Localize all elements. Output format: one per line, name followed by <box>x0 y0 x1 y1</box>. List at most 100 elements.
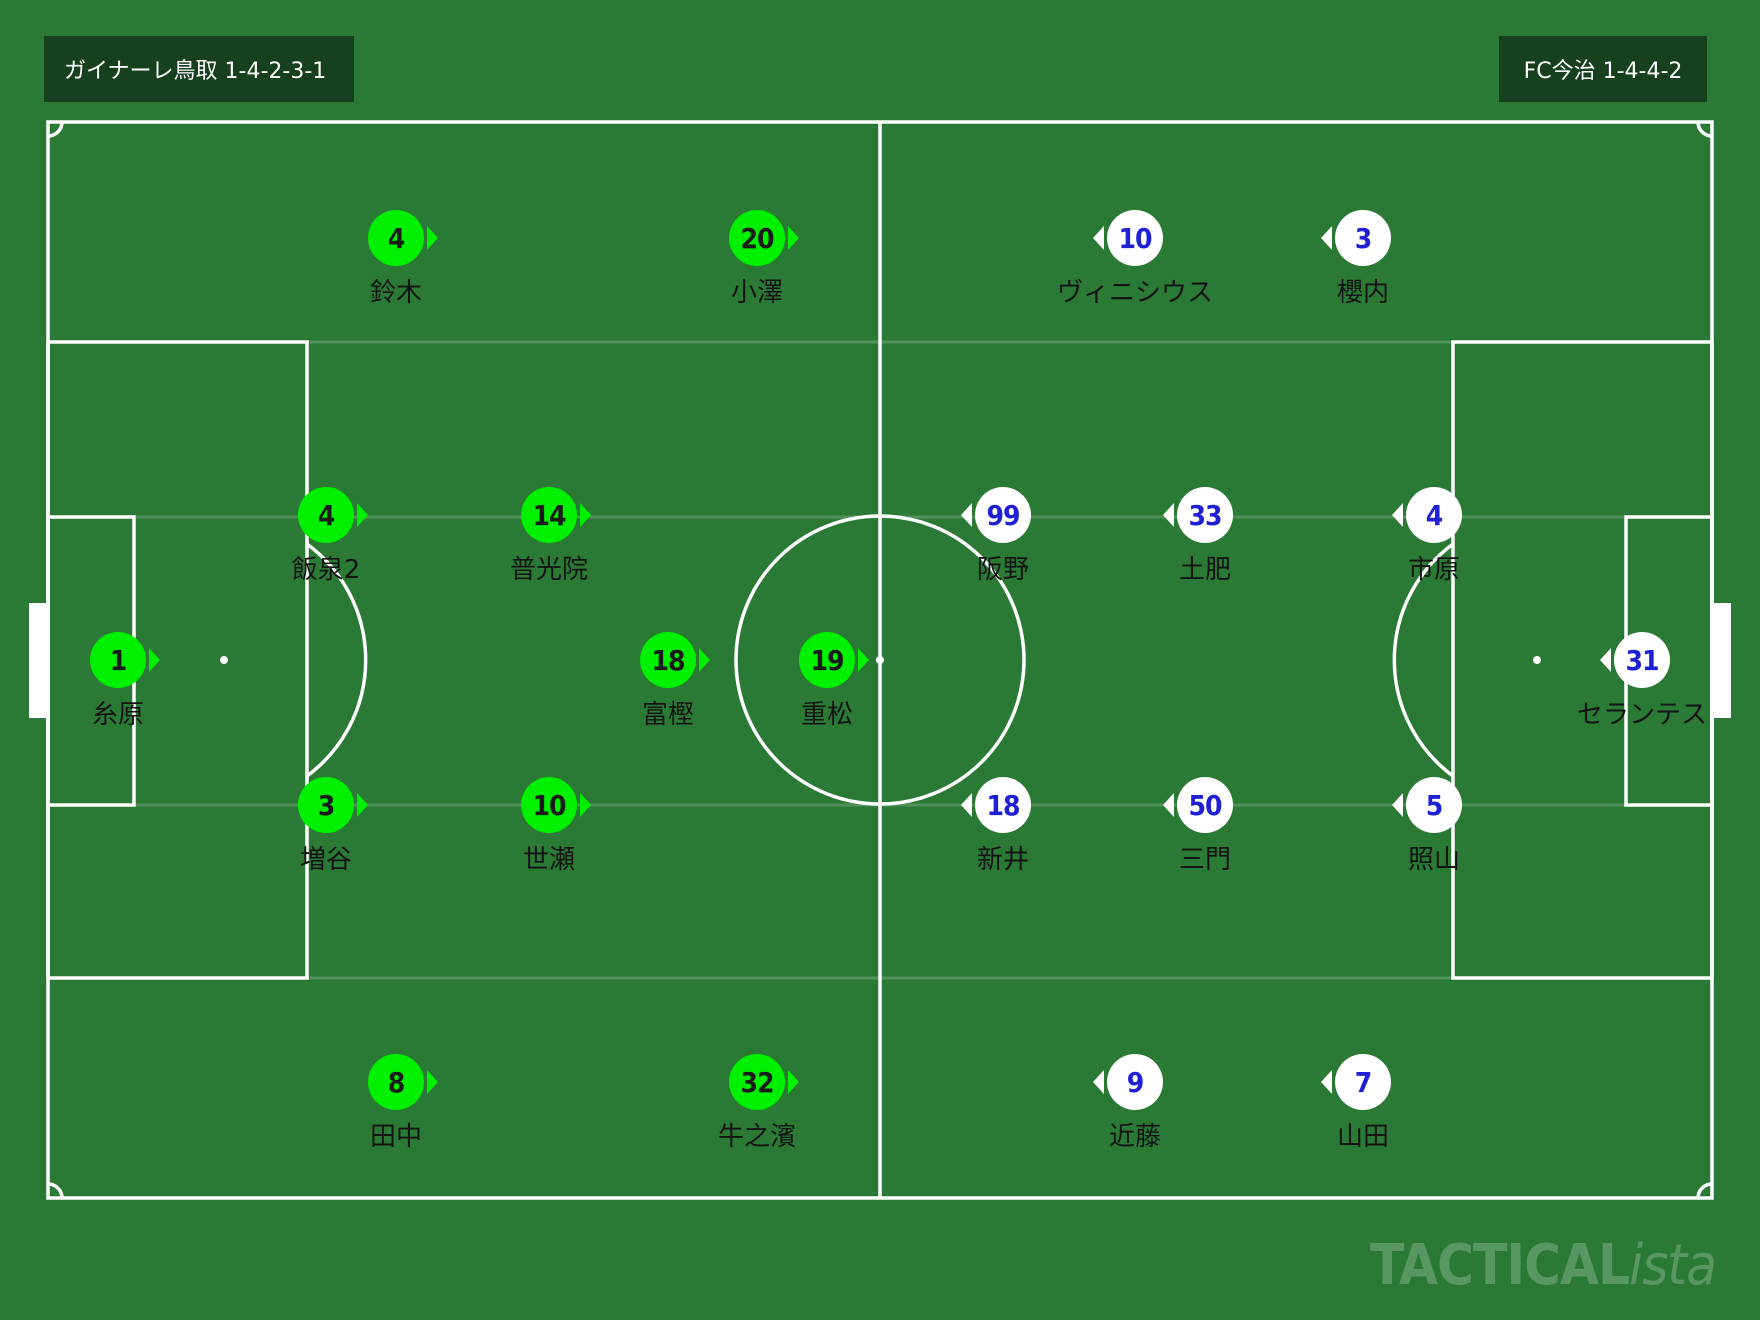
watermark-main: TACTICAL <box>1369 1233 1630 1298</box>
direction-arrow-left-icon <box>1392 503 1403 527</box>
direction-arrow-left-icon <box>1163 793 1174 817</box>
center-circle <box>734 514 1026 806</box>
home-player[interactable]: 14 普光院 <box>459 487 639 586</box>
player-number: 4 <box>1392 487 1462 543</box>
player-number: 4 <box>368 210 438 266</box>
right-penalty-arc <box>1392 542 1455 778</box>
player-number: 31 <box>1600 632 1670 688</box>
player-name: 三門 <box>1178 845 1231 875</box>
player-number-text: 10 <box>1118 221 1152 255</box>
player-number: 19 <box>799 632 869 688</box>
player-name: 小澤 <box>730 278 783 308</box>
player-number: 33 <box>1163 487 1233 543</box>
player-number-text: 99 <box>986 498 1020 532</box>
player-number-text: 4 <box>387 221 406 255</box>
player-number: 3 <box>298 777 368 833</box>
player-number: 14 <box>521 487 591 543</box>
player-number-text: 32 <box>740 1065 774 1099</box>
player-number: 8 <box>368 1054 438 1110</box>
player-name: 新井 <box>976 845 1029 875</box>
direction-arrow-right-icon <box>699 648 710 672</box>
home-player[interactable]: 20 小澤 <box>667 210 847 309</box>
player-name: 山田 <box>1336 1122 1389 1152</box>
player-number: 10 <box>1093 210 1163 266</box>
right-goal <box>1712 603 1731 718</box>
direction-arrow-right-icon <box>580 793 591 817</box>
corner-arc <box>47 121 64 138</box>
direction-arrow-right-icon <box>580 503 591 527</box>
direction-arrow-right-icon <box>357 793 368 817</box>
player-number-text: 18 <box>651 643 685 677</box>
direction-arrow-right-icon <box>149 648 160 672</box>
player-number-text: 14 <box>532 498 566 532</box>
player-name: 市原 <box>1407 555 1460 585</box>
player-number: 4 <box>298 487 368 543</box>
player-number-text: 9 <box>1126 1065 1145 1099</box>
watermark: TACTICALista <box>1369 1233 1717 1298</box>
player-number-text: 20 <box>740 221 774 255</box>
left-penalty-spot <box>220 656 228 664</box>
player-number-text: 18 <box>986 788 1020 822</box>
direction-arrow-left-icon <box>1163 503 1174 527</box>
player-number-text: 19 <box>810 643 844 677</box>
direction-arrow-left-icon <box>961 503 972 527</box>
away-player[interactable]: 5 照山 <box>1344 777 1524 876</box>
home-player[interactable]: 8 田中 <box>306 1054 486 1153</box>
direction-arrow-right-icon <box>788 1070 799 1094</box>
player-number-text: 3 <box>1354 221 1373 255</box>
player-number-text: 50 <box>1188 788 1222 822</box>
away-team-label: FC今治 1-4-4-2 <box>1499 36 1707 102</box>
player-name: 普光院 <box>509 555 588 585</box>
away-player[interactable]: 50 三門 <box>1115 777 1295 876</box>
direction-arrow-left-icon <box>1321 226 1332 250</box>
direction-arrow-left-icon <box>1093 1070 1104 1094</box>
right-penalty-spot <box>1533 656 1541 664</box>
player-number: 9 <box>1093 1054 1163 1110</box>
away-player[interactable]: 7 山田 <box>1273 1054 1453 1153</box>
away-player[interactable]: 10 ヴィニシウス <box>1045 210 1225 309</box>
direction-arrow-right-icon <box>357 503 368 527</box>
away-player[interactable]: 18 新井 <box>913 777 1093 876</box>
player-number: 7 <box>1321 1054 1391 1110</box>
direction-arrow-right-icon <box>427 1070 438 1094</box>
player-name: 富樫 <box>641 700 694 730</box>
player-number: 32 <box>729 1054 799 1110</box>
player-name: 田中 <box>369 1122 422 1152</box>
player-number: 3 <box>1321 210 1391 266</box>
center-spot <box>876 656 884 664</box>
player-name: 牛之濱 <box>717 1122 796 1152</box>
player-name: ヴィニシウス <box>1056 278 1213 308</box>
direction-arrow-left-icon <box>1392 793 1403 817</box>
left-goal <box>29 603 48 718</box>
away-player[interactable]: 33 土肥 <box>1115 487 1295 586</box>
player-number: 99 <box>961 487 1031 543</box>
away-player[interactable]: 31 セランテス <box>1552 632 1732 731</box>
direction-arrow-left-icon <box>1321 1070 1332 1094</box>
player-number: 5 <box>1392 777 1462 833</box>
player-name: セランテス <box>1576 700 1707 730</box>
player-number: 1 <box>90 632 160 688</box>
watermark-italic: ista <box>1629 1233 1717 1298</box>
player-number-text: 4 <box>1425 498 1444 532</box>
player-number-text: 8 <box>387 1065 406 1099</box>
player-number: 18 <box>640 632 710 688</box>
player-name: 土肥 <box>1178 555 1231 585</box>
player-number-text: 1 <box>109 643 128 677</box>
direction-arrow-left-icon <box>1600 648 1611 672</box>
direction-arrow-left-icon <box>1093 226 1104 250</box>
player-number-text: 10 <box>532 788 566 822</box>
corner-arc <box>1696 121 1713 138</box>
home-player[interactable]: 18 富樫 <box>578 632 758 731</box>
player-name: 照山 <box>1407 845 1460 875</box>
home-player[interactable]: 32 牛之濱 <box>667 1054 847 1153</box>
away-player[interactable]: 4 市原 <box>1344 487 1524 586</box>
